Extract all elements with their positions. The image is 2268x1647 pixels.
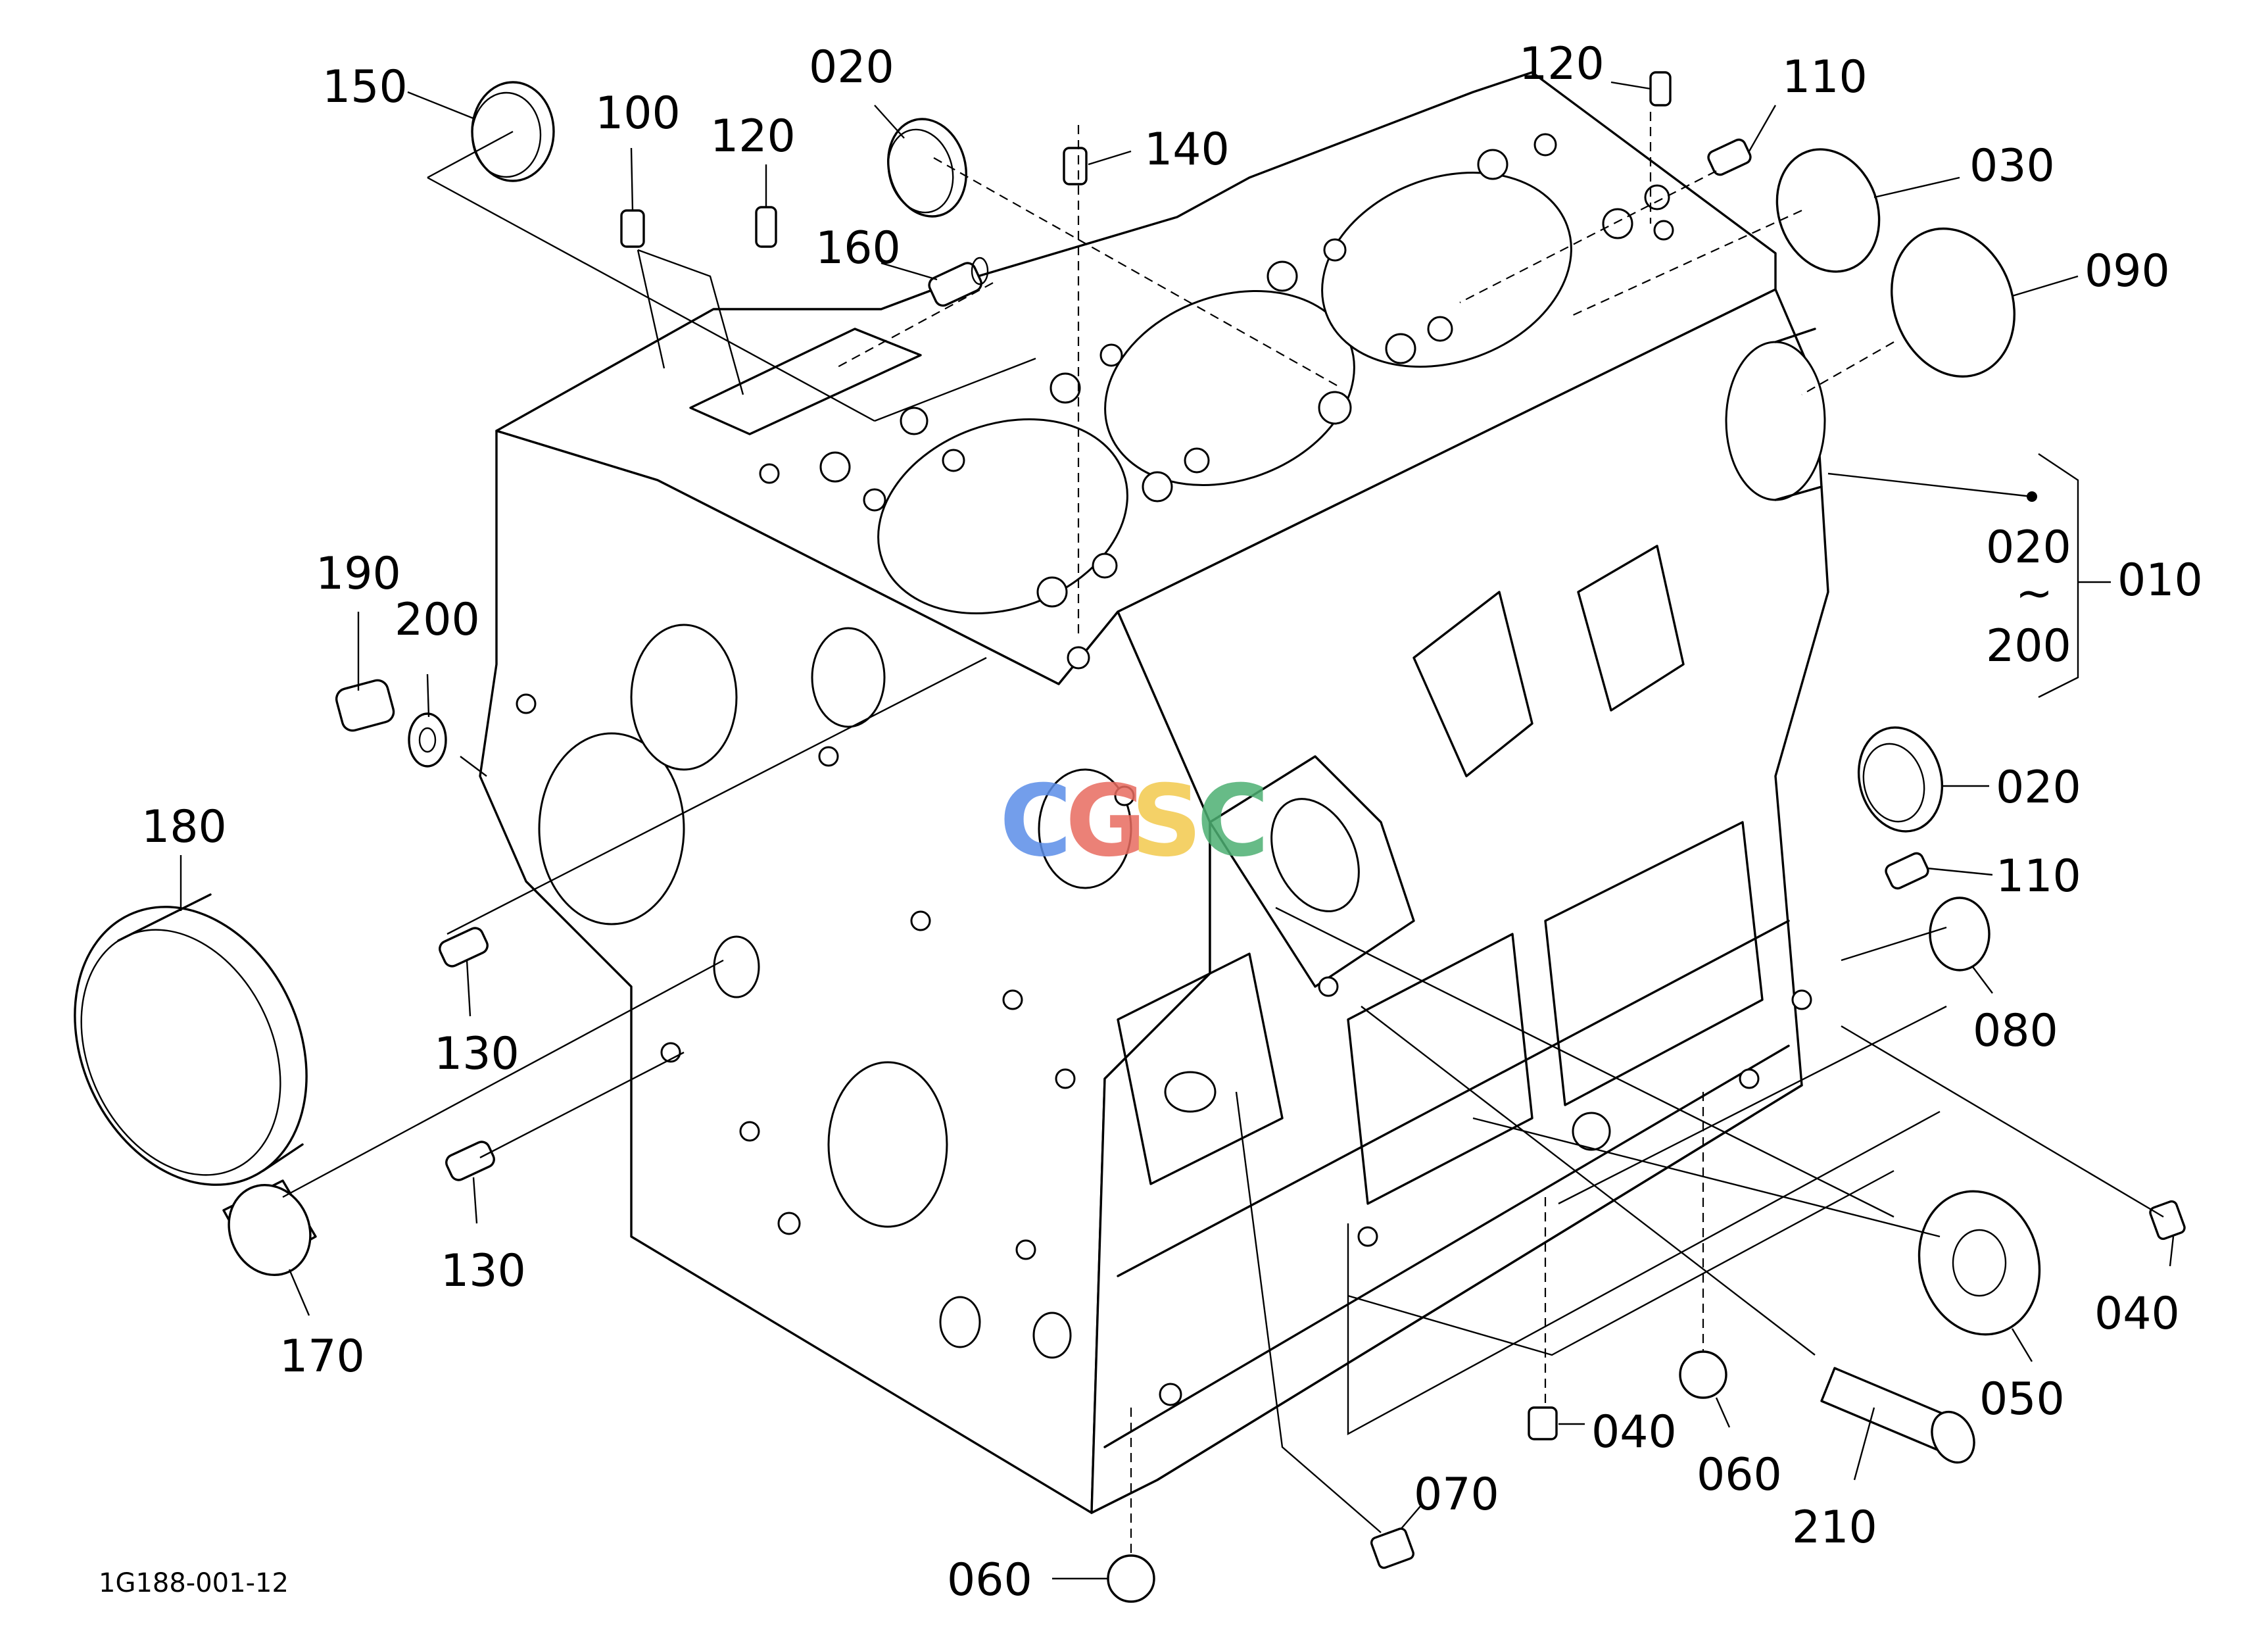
label-range-mark: ~ (2015, 568, 2053, 620)
pin-140 (1063, 147, 1088, 185)
plug-090 (1891, 227, 2015, 378)
label-150: 150 (322, 61, 408, 113)
label-120-top: 120 (1519, 38, 1604, 90)
pin-110-right (1885, 852, 1929, 890)
pin-130-upper (439, 927, 489, 968)
reference-dot (2027, 491, 2037, 502)
front-face-holes (516, 624, 1135, 1359)
label-140: 140 (1144, 124, 1230, 176)
fitting-160 (928, 262, 982, 307)
watermark-letter-2: G (1065, 764, 1146, 879)
plug-020-top (887, 118, 967, 218)
label-190: 190 (316, 548, 401, 600)
leader-lines (180, 81, 2175, 1580)
ball-060-right (1679, 1350, 1727, 1399)
label-210: 210 (1792, 1502, 1877, 1554)
watermark: C G S C (1000, 764, 1269, 879)
deck-holes (759, 133, 1674, 670)
label-180: 180 (141, 801, 227, 853)
pin-110-top (1707, 138, 1752, 176)
pin-100 (620, 209, 645, 248)
ball-060-bottom (1107, 1554, 1155, 1603)
plug-040-bottom (1528, 1406, 1558, 1440)
watermark-letter-4: C (1197, 764, 1269, 879)
label-010: 010 (2117, 554, 2203, 606)
label-060-right: 060 (1697, 1449, 1782, 1501)
label-050: 050 (1979, 1373, 2065, 1425)
label-110-right: 110 (1996, 850, 2081, 902)
label-130-upper: 130 (434, 1028, 519, 1080)
plug-190 (335, 679, 395, 732)
pin-130-lower (445, 1141, 495, 1181)
label-080: 080 (1973, 1005, 2058, 1057)
label-130-lower: 130 (441, 1245, 526, 1297)
loose-parts (74, 71, 2186, 1603)
label-160: 160 (815, 222, 901, 274)
label-060-bottom: 060 (947, 1554, 1032, 1606)
washer-200 (408, 712, 447, 768)
label-030: 030 (1969, 140, 2055, 192)
label-020-top: 020 (809, 41, 894, 93)
label-020-right: 020 (1996, 762, 2081, 814)
drawing-code: 1G188-001-12 (99, 1568, 289, 1598)
label-200: 200 (395, 594, 480, 646)
watermark-letter-3: S (1131, 764, 1202, 879)
plug-050 (1918, 1190, 2041, 1336)
label-170: 170 (279, 1331, 365, 1383)
label-200-range-end: 200 (1986, 620, 2071, 672)
label-040-bottom: 040 (1591, 1406, 1677, 1458)
label-100: 100 (595, 87, 681, 139)
plug-030 (1775, 148, 1881, 273)
cylinder-block (479, 71, 1829, 1514)
plug-070 (1370, 1527, 1414, 1569)
label-020-range-start: 020 (1986, 522, 2071, 574)
label-110-top: 110 (1782, 51, 1868, 103)
watermark-letter-1: C (1000, 764, 1072, 879)
seal-180 (74, 906, 308, 1186)
pin-120-top (1649, 71, 1672, 107)
plug-080 (1929, 897, 1991, 971)
part-labels: 150 100 120 020 140 160 120 110 030 090 … (99, 38, 2203, 1606)
label-040-right: 040 (2094, 1288, 2180, 1340)
label-070: 070 (1414, 1469, 1499, 1521)
plug-040-right (2149, 1200, 2186, 1241)
pin-120-left (755, 206, 777, 248)
label-090: 090 (2085, 245, 2170, 297)
label-120-left: 120 (710, 111, 796, 162)
